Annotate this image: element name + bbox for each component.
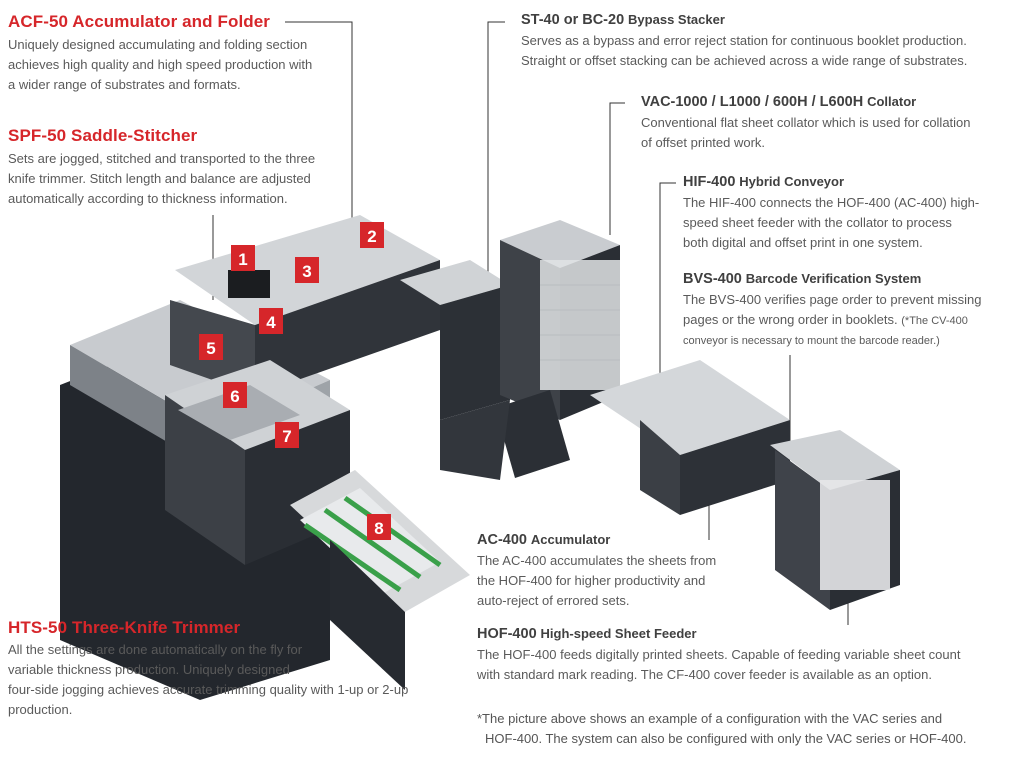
- hts-line: variable thickness production. Uniquely …: [8, 662, 290, 677]
- vac-line: Conventional flat sheet collator which i…: [641, 115, 971, 130]
- hif-line: both digital and offset print in one sys…: [683, 235, 923, 250]
- badge-5: 5: [199, 334, 223, 360]
- hts-line: All the settings are done automatically …: [8, 642, 303, 657]
- delivery-conveyor: [290, 470, 470, 690]
- vac-heading: VAC-1000 / L1000 / 600H / L600H Collator: [641, 93, 971, 110]
- ac-name: Accumulator: [530, 532, 611, 547]
- hif-section: HIF-400 Hybrid Conveyor The HIF-400 conn…: [683, 173, 979, 253]
- bvs-line: The BVS-400 verifies page order to preve…: [683, 292, 982, 307]
- bvs-line2-text: pages or the wrong order in booklets.: [683, 312, 898, 327]
- spf-line: automatically according to thickness inf…: [8, 191, 288, 206]
- footnote: *The picture above shows an example of a…: [477, 709, 966, 749]
- badge-3: 3: [295, 257, 319, 283]
- hof-name: High-speed Sheet Feeder: [540, 626, 697, 641]
- collator-bins: [540, 260, 620, 390]
- badge-6: 6: [223, 382, 247, 408]
- collator-unit: [400, 220, 620, 480]
- svg-text:2: 2: [367, 227, 376, 246]
- st-line: Serves as a bypass and error reject stat…: [521, 33, 967, 48]
- badge-2: 2: [360, 222, 384, 248]
- hts-line: production.: [8, 702, 73, 717]
- vac-line: of offset printed work.: [641, 135, 766, 150]
- vac-section: VAC-1000 / L1000 / 600H / L600H Collator…: [641, 93, 971, 153]
- acf-line: Uniquely designed accumulating and foldi…: [8, 37, 308, 52]
- ac-section: AC-400 Accumulator The AC-400 accumulate…: [477, 531, 716, 611]
- hif-name: Hybrid Conveyor: [739, 174, 845, 189]
- svg-text:5: 5: [206, 339, 215, 358]
- bvs-heading: BVS-400 Barcode Verification System: [683, 270, 981, 287]
- hof-line: with standard mark reading. The CF-400 c…: [477, 667, 933, 682]
- bvs-line: conveyor is necessary to mount the barco…: [683, 335, 940, 347]
- svg-text:1: 1: [238, 250, 247, 269]
- vac-name: Collator: [867, 94, 917, 109]
- hof-heading: HOF-400 High-speed Sheet Feeder: [477, 625, 960, 642]
- ac-line: the HOF-400 for higher productivity and: [477, 573, 706, 588]
- bvs-section: BVS-400 Barcode Verification System The …: [683, 270, 981, 351]
- ac-model: AC-400: [477, 532, 527, 548]
- hif-heading: HIF-400 Hybrid Conveyor: [683, 173, 979, 190]
- spf-line: Sets are jogged, stitched and transporte…: [8, 151, 316, 166]
- leader-vac: [609, 102, 625, 235]
- st-heading: ST-40 or BC-20 Bypass Stacker: [521, 11, 967, 28]
- ac-heading: AC-400 Accumulator: [477, 531, 716, 548]
- leader-acf: [285, 21, 353, 245]
- leader-hif: [659, 182, 676, 390]
- st-name: Bypass Stacker: [628, 12, 725, 27]
- bvs-model: BVS-400: [683, 271, 742, 287]
- bvs-name: Barcode Verification System: [745, 271, 922, 286]
- badge-4: 4: [259, 308, 283, 334]
- control-screen: [228, 270, 270, 298]
- hof-model: HOF-400: [477, 626, 537, 642]
- hif-line: speed sheet feeder with the collator to …: [683, 215, 952, 230]
- acf-section: ACF-50 Accumulator and Folder Uniquely d…: [8, 12, 312, 95]
- badge-1: 1: [231, 245, 255, 271]
- acf-title: ACF-50 Accumulator and Folder: [8, 12, 271, 31]
- hts-line: four-side jogging achieves accurate trim…: [8, 682, 409, 697]
- badge-7: 7: [275, 422, 299, 448]
- feeder-tray: [820, 480, 890, 590]
- st-line: Straight or offset stacking can be achie…: [521, 53, 968, 68]
- ac-line: The AC-400 accumulates the sheets from: [477, 553, 717, 568]
- bvs-line2-note: (*The CV-400: [901, 315, 968, 327]
- spf-section: SPF-50 Saddle-Stitcher Sets are jogged, …: [8, 126, 315, 209]
- footnote-line: HOF-400. The system can also be configur…: [485, 731, 967, 746]
- hof-section: HOF-400 High-speed Sheet Feeder The HOF-…: [477, 625, 960, 685]
- st-model: ST-40 or BC-20: [521, 12, 625, 28]
- svg-text:7: 7: [282, 427, 291, 446]
- svg-text:4: 4: [266, 313, 276, 332]
- hif-line: The HIF-400 connects the HOF-400 (AC-400…: [683, 195, 980, 210]
- ac-line: auto-reject of errored sets.: [477, 593, 630, 608]
- footnote-line: *The picture above shows an example of a…: [477, 711, 943, 726]
- hif-model: HIF-400: [683, 174, 736, 190]
- svg-text:6: 6: [230, 387, 239, 406]
- acf-line: a wider range of substrates and formats.: [8, 77, 241, 92]
- hof-line: The HOF-400 feeds digitally printed shee…: [477, 647, 961, 662]
- badge-8: 8: [367, 514, 391, 540]
- vac-model: VAC-1000 / L1000 / 600H / L600H: [641, 94, 864, 110]
- st-section: ST-40 or BC-20 Bypass Stacker Serves as …: [521, 11, 967, 71]
- leader-st: [487, 21, 505, 285]
- feeder-unit: [590, 360, 900, 610]
- hts-section: HTS-50 Three-Knife Trimmer All the setti…: [8, 618, 408, 720]
- spf-line: knife trimmer. Stitch length and balance…: [8, 171, 311, 186]
- acf-line: achieves high quality and high speed pro…: [8, 57, 313, 72]
- spf-title: SPF-50 Saddle-Stitcher: [8, 126, 198, 145]
- badges: 1 2 3 4 5 6 7 8: [199, 222, 391, 540]
- hts-title: HTS-50 Three-Knife Trimmer: [8, 618, 241, 637]
- svg-text:8: 8: [374, 519, 383, 538]
- svg-text:3: 3: [302, 262, 311, 281]
- bvs-line: pages or the wrong order in booklets. (*…: [683, 310, 981, 331]
